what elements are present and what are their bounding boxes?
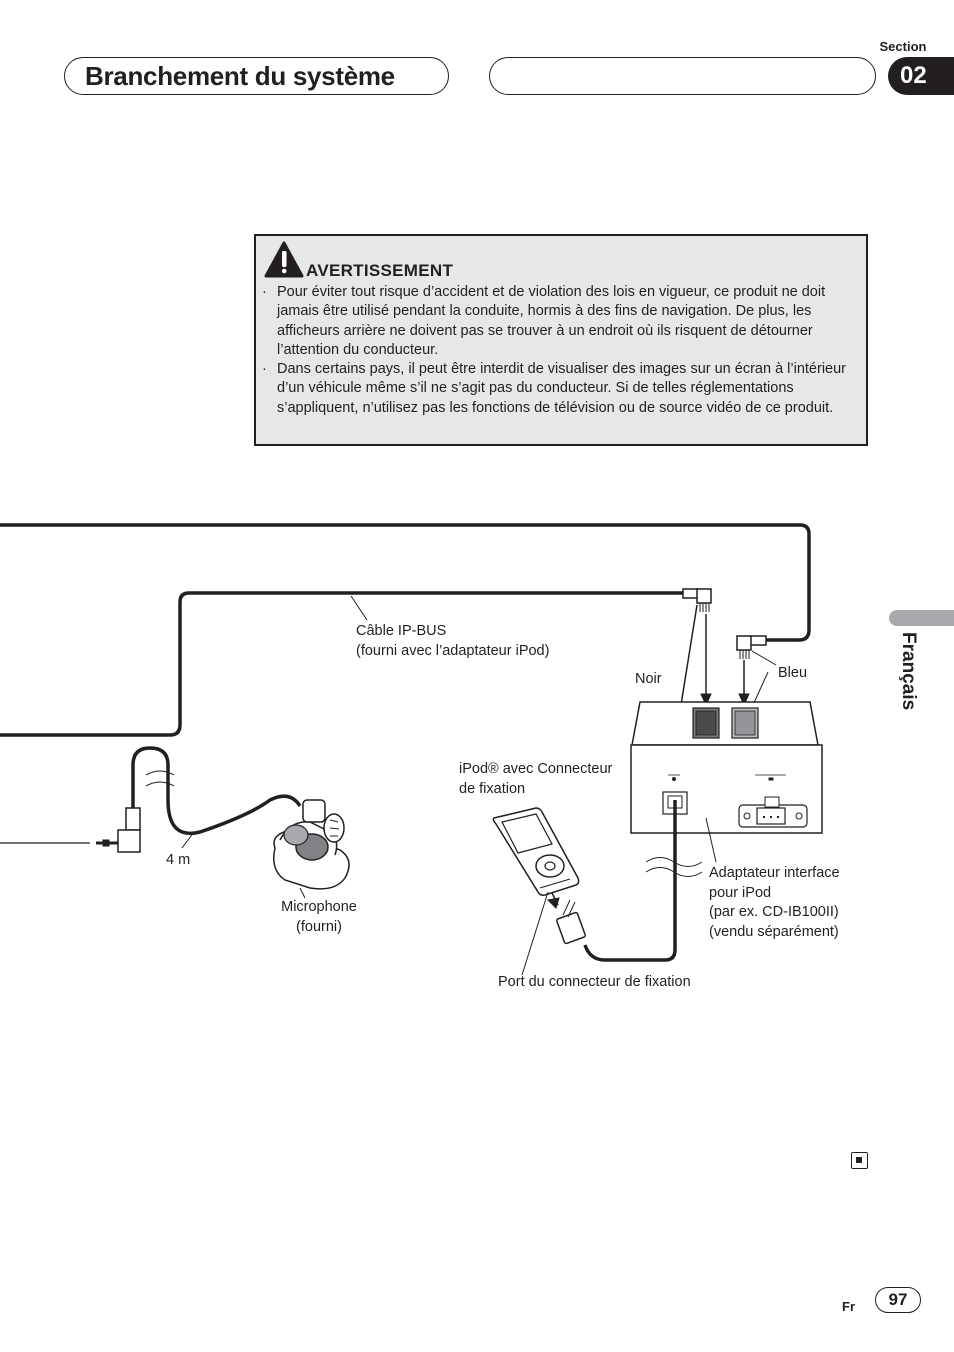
warning-title: AVERTISSEMENT xyxy=(306,261,454,280)
connector-bleu xyxy=(736,635,767,659)
adapter-box xyxy=(630,701,823,834)
label-noir: Noir xyxy=(635,671,662,687)
cable-blue xyxy=(0,523,811,642)
section-label: Section xyxy=(879,39,927,54)
label-line: pour iPod xyxy=(709,884,772,901)
label-line: (fourni avec l’adaptateur iPod) xyxy=(356,642,550,659)
warning-triangle-icon xyxy=(264,241,304,278)
warning-item-text: Pour éviter tout risque d’accident et de… xyxy=(277,284,826,358)
cable-microphone xyxy=(131,746,302,835)
warning-item: · Dans certains pays, il peut être inter… xyxy=(262,360,852,418)
label-microphone: Microphone (fourni) xyxy=(268,898,370,937)
label-bleu: Bleu xyxy=(778,665,808,681)
label-length: 4 m xyxy=(166,852,191,868)
label-adapter: Adaptateur interface pour iPod (par ex. … xyxy=(709,864,840,942)
label-line: iPod® avec Connecteur xyxy=(459,761,613,777)
page-title: Branchement du système xyxy=(64,57,449,95)
bullet: · xyxy=(262,284,267,300)
language-label: Français xyxy=(898,632,919,711)
warning-list: · Pour éviter tout risque d’accident et … xyxy=(262,283,852,418)
language-code: Fr xyxy=(842,1299,855,1314)
label-line: (par ex. CD-IB100II) xyxy=(709,904,839,920)
label-line: Câble IP-BUS xyxy=(356,623,447,639)
language-tab xyxy=(889,610,954,626)
label-dock-port: Port du connecteur de fixation xyxy=(498,974,691,990)
connector-noir xyxy=(682,588,712,612)
end-mark-icon xyxy=(851,1152,868,1169)
label-line: de fixation xyxy=(459,780,526,797)
warning-box xyxy=(254,234,868,446)
ipod-illustration xyxy=(492,807,580,896)
cable-ipbus xyxy=(0,591,690,737)
section-number: 02 xyxy=(888,57,954,95)
label-line: (vendu séparément) xyxy=(709,923,839,940)
microphone-illustration xyxy=(273,799,350,890)
dock-plug xyxy=(546,892,586,945)
header-pill xyxy=(489,57,876,95)
bullet: · xyxy=(262,361,267,378)
label-cable-ipbus: Câble IP-BUS (fourni avec l’adaptateur i… xyxy=(356,622,549,661)
label-line: (fourni) xyxy=(296,918,342,935)
label-ipod: iPod® avec Connecteur de fixation xyxy=(459,760,612,799)
warning-item-text: Dans certains pays, il peut être interdi… xyxy=(277,361,846,416)
jack-plug xyxy=(96,807,141,853)
wiring-diagram xyxy=(0,523,823,976)
label-line: Microphone xyxy=(281,899,357,915)
cable-dock xyxy=(583,800,677,962)
warning-item: · Pour éviter tout risque d’accident et … xyxy=(262,283,852,360)
label-line: Adaptateur interface xyxy=(709,865,840,881)
page-number: 97 xyxy=(875,1287,921,1313)
